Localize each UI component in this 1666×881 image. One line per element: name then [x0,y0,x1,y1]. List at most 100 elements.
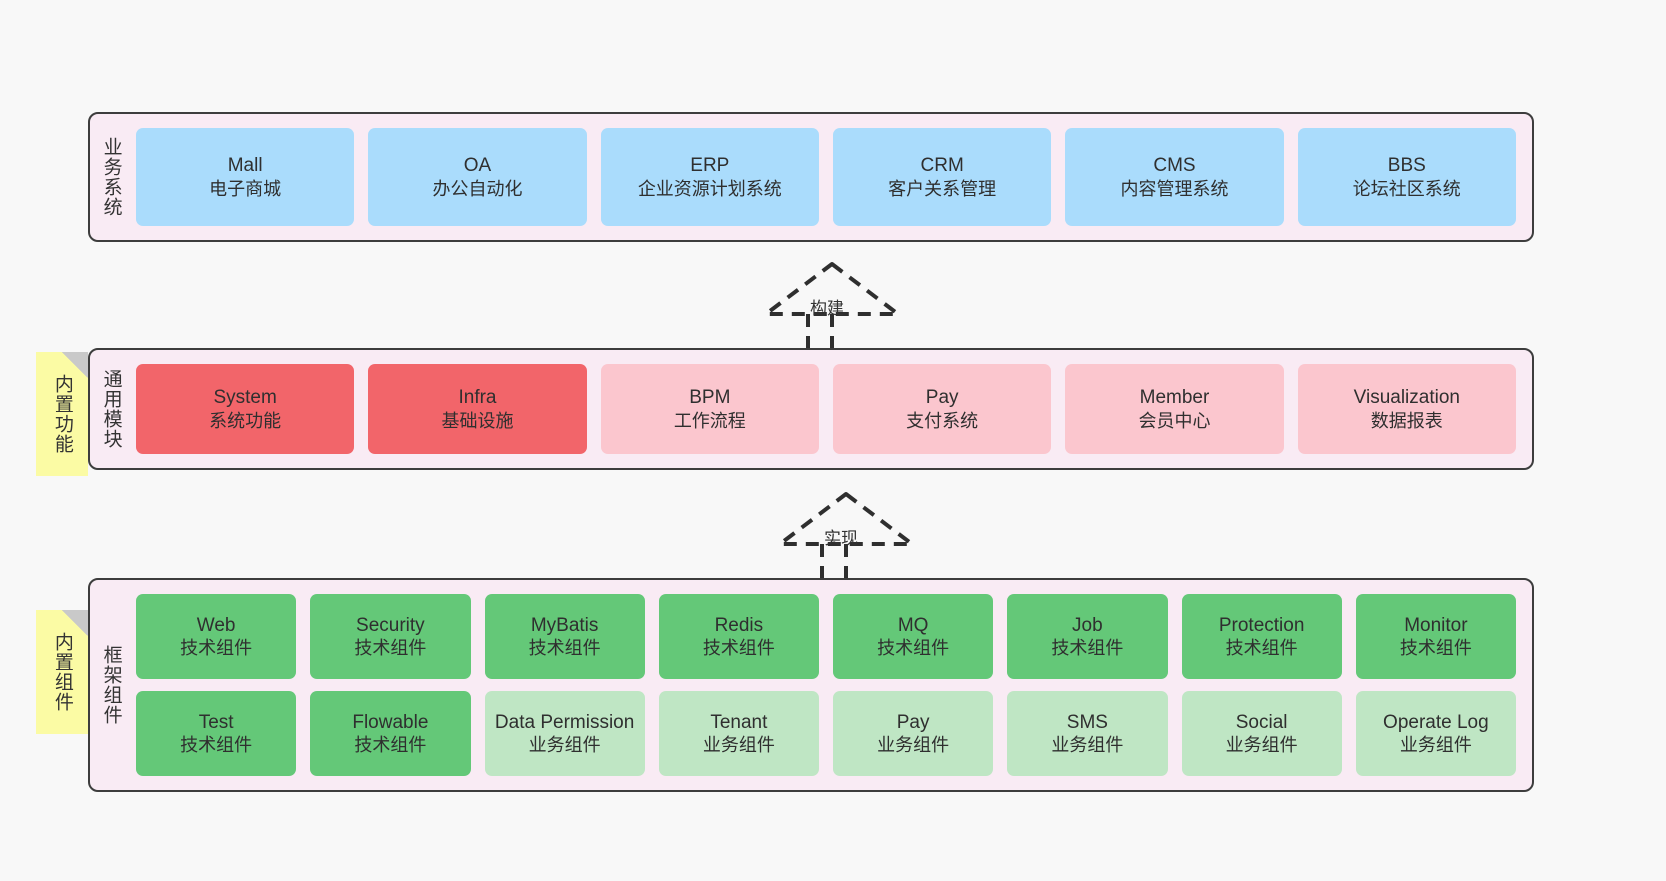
node-subtitle: 技术组件 [180,735,253,756]
node-title: CMS [1153,155,1196,177]
folded-corner-icon [62,610,88,636]
node-subtitle: 业务组件 [1225,735,1298,756]
node-subtitle: 工作流程 [673,410,746,431]
node-title: System [213,387,277,409]
node-title: Pay [925,387,959,409]
node-protection[interactable]: Protection 技术组件 [1181,594,1342,679]
node-title: MyBatis [530,614,599,636]
node-member[interactable]: Member 会员中心 [1065,364,1284,454]
node-system[interactable]: System 系统功能 [136,364,355,454]
folded-corner-icon [62,352,88,378]
node-title: Web [196,614,236,636]
node-subtitle: 电子商城 [209,178,282,199]
node-subtitle: 业务组件 [702,735,775,756]
connector-implement-label: 实现 [824,529,858,548]
node-title: Infra [458,387,497,409]
node-erp[interactable]: ERP 企业资源计划系统 [600,128,819,226]
node-title: Mall [227,155,263,177]
node-redis[interactable]: Redis 技术组件 [658,594,819,679]
node-title: Social [1235,711,1288,733]
node-title: Tenant [710,711,768,733]
node-title: Monitor [1404,614,1468,636]
layer-body-framework-components: Web 技术组件 Security 技术组件 MyBatis 技术组件 Redi… [132,580,1532,790]
node-subtitle: 技术组件 [877,638,950,659]
node-title: MQ [897,614,929,636]
node-pay[interactable]: Pay 支付系统 [832,364,1052,454]
node-title: CRM [920,155,964,177]
node-row: Web 技术组件 Security 技术组件 MyBatis 技术组件 Redi… [136,594,1516,679]
node-oa[interactable]: OA 办公自动化 [368,128,587,226]
node-subtitle: 内容管理系统 [1120,178,1229,199]
node-mybatis[interactable]: MyBatis 技术组件 [484,594,645,679]
node-web[interactable]: Web 技术组件 [136,594,297,679]
node-crm[interactable]: CRM 客户关系管理 [832,128,1052,226]
node-title: Flowable [352,711,429,733]
node-subtitle: 技术组件 [180,638,253,659]
node-title: Redis [714,614,764,636]
node-subtitle: 基础设施 [441,410,514,431]
node-subtitle: 客户关系管理 [888,178,997,199]
sticky-note-label: 内置功能 [51,374,73,454]
sticky-note-label: 内置组件 [51,632,73,712]
node-test[interactable]: Test 技术组件 [136,691,297,776]
layer-label-common-modules: 通用模块 [100,369,122,449]
layer-body-common-modules: System 系统功能 Infra 基础设施 BPM 工作流程 Pay 支付系统… [132,350,1532,468]
layer-body-business-systems: Mall 电子商城 OA 办公自动化 ERP 企业资源计划系统 CRM 客户关系… [132,114,1532,240]
node-title: Member [1139,387,1210,409]
layer-label-business-systems: 业务系统 [100,137,122,217]
node-tenant[interactable]: Tenant 业务组件 [658,691,819,776]
node-social[interactable]: Social 业务组件 [1181,691,1342,776]
node-title: Visualization [1353,387,1460,409]
node-visualization[interactable]: Visualization 数据报表 [1297,364,1516,454]
node-subtitle: 业务组件 [528,735,601,756]
node-subtitle: 系统功能 [209,410,282,431]
node-flowable[interactable]: Flowable 技术组件 [310,691,471,776]
node-title: SMS [1066,711,1108,733]
node-title: Job [1072,614,1103,636]
node-title: Security [356,614,425,636]
node-subtitle: 业务组件 [1399,735,1472,756]
sticky-note-builtin-components: 内置组件 [36,610,88,734]
node-mall[interactable]: Mall 电子商城 [136,128,355,226]
node-subtitle: 技术组件 [354,638,427,659]
node-subtitle: 业务组件 [1051,735,1124,756]
node-bpm[interactable]: BPM 工作流程 [600,364,819,454]
node-cms[interactable]: CMS 内容管理系统 [1065,128,1284,226]
node-subtitle: 技术组件 [528,638,601,659]
node-subtitle: 技术组件 [1051,638,1124,659]
node-row: System 系统功能 Infra 基础设施 BPM 工作流程 Pay 支付系统… [136,364,1516,454]
node-subtitle: 数据报表 [1370,410,1443,431]
node-subtitle: 论坛社区系统 [1352,178,1461,199]
node-title: Protection [1218,614,1305,636]
node-subtitle: 会员中心 [1138,410,1211,431]
layer-framework-components: 框架组件 Web 技术组件 Security 技术组件 MyBatis 技术组件… [88,578,1534,792]
connector-build: 构建 [752,258,912,356]
node-title: BPM [689,387,731,409]
node-subtitle: 支付系统 [906,410,979,431]
connector-implement: 实现 [766,488,926,586]
node-pay-business[interactable]: Pay 业务组件 [833,691,994,776]
node-subtitle: 企业资源计划系统 [637,178,782,199]
node-subtitle: 技术组件 [702,638,775,659]
node-subtitle: 技术组件 [1225,638,1298,659]
layer-business-systems: 业务系统 Mall 电子商城 OA 办公自动化 ERP 企业资源计划系统 CRM… [88,112,1534,242]
layer-label-framework-components: 框架组件 [100,645,122,725]
node-security[interactable]: Security 技术组件 [310,594,471,679]
node-operate-log[interactable]: Operate Log 业务组件 [1355,691,1516,776]
node-row: Test 技术组件 Flowable 技术组件 Data Permission … [136,691,1516,776]
node-infra[interactable]: Infra 基础设施 [368,364,587,454]
node-bbs[interactable]: BBS 论坛社区系统 [1297,128,1516,226]
node-sms[interactable]: SMS 业务组件 [1007,691,1168,776]
layer-common-modules: 通用模块 System 系统功能 Infra 基础设施 BPM 工作流程 Pay… [88,348,1534,470]
node-title: Test [198,711,234,733]
node-title: Operate Log [1383,711,1489,733]
node-data-permission[interactable]: Data Permission 业务组件 [484,691,645,776]
node-mq[interactable]: MQ 技术组件 [833,594,994,679]
node-title: Data Permission [494,711,635,733]
node-subtitle: 技术组件 [1399,638,1472,659]
node-title: OA [463,155,492,177]
connector-build-label: 构建 [810,299,844,318]
node-monitor[interactable]: Monitor 技术组件 [1355,594,1516,679]
node-job[interactable]: Job 技术组件 [1007,594,1168,679]
